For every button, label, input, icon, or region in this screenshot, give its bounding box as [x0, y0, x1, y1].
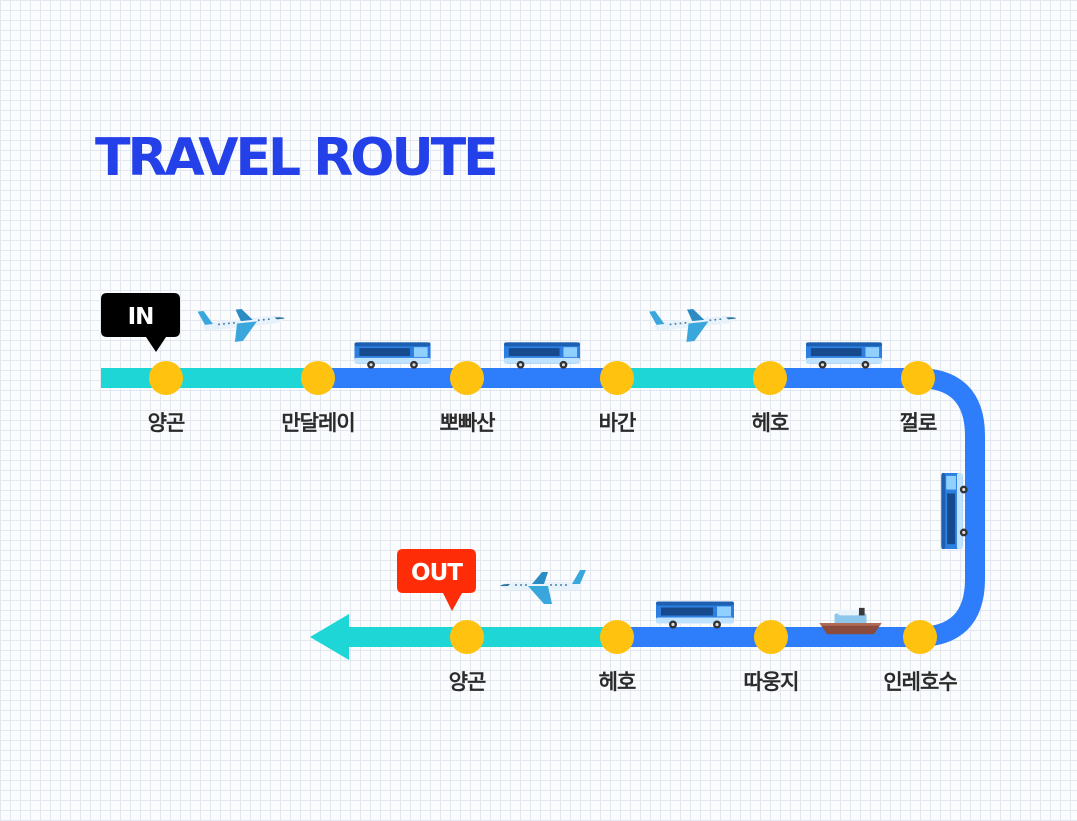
stop-dot	[753, 361, 787, 395]
stop-label: 바간	[599, 411, 636, 435]
exit-arrow-icon	[310, 614, 349, 660]
stop-label: 뽀빠산	[440, 411, 496, 435]
bus-icon	[503, 342, 581, 369]
bus-icon	[941, 472, 968, 550]
stop-label: 양곤	[148, 411, 185, 435]
page-title: TRAVEL ROUTE	[95, 128, 499, 188]
stop-dot	[450, 620, 484, 654]
bus-icon	[354, 342, 431, 369]
route-curve-right	[916, 368, 985, 647]
stop-dot	[754, 620, 788, 654]
stop-dot	[903, 620, 937, 654]
stop-dot	[149, 361, 183, 395]
stop-label: 양곤	[449, 670, 486, 694]
stop-dot	[301, 361, 335, 395]
stop-label: 따웅지	[744, 670, 799, 694]
stop-label: 만달레이	[281, 411, 354, 435]
in-marker-label: IN	[128, 304, 154, 330]
bus-icon	[805, 342, 883, 369]
boat-icon	[819, 607, 882, 635]
plane-icon	[649, 302, 739, 346]
in-marker: IN	[101, 293, 180, 352]
stop-dot	[901, 361, 935, 395]
stop-label: 헤호	[599, 670, 636, 694]
plane-icon	[197, 302, 287, 346]
stop-label: 인레호수	[883, 670, 957, 694]
bus-icon	[656, 601, 734, 629]
stop-label: 껄로	[900, 411, 937, 435]
stop-label: 헤호	[752, 411, 789, 435]
stop-dot	[600, 620, 634, 654]
out-marker: OUT	[397, 549, 476, 611]
stop-dot	[450, 361, 484, 395]
stop-dot	[600, 361, 634, 395]
out-marker-label: OUT	[411, 560, 463, 586]
plane-icon	[500, 570, 586, 604]
